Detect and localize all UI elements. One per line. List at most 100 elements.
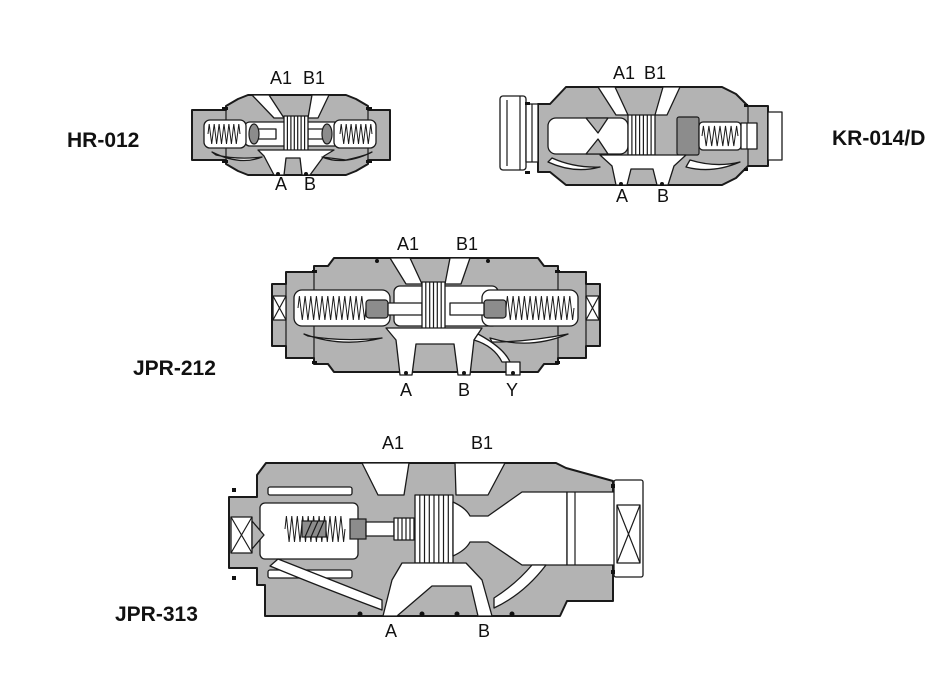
seal-mark (525, 102, 530, 105)
seal-dot (660, 182, 664, 186)
bottom-wing-left (211, 151, 263, 162)
jpr313-cross-section-drawing (228, 462, 644, 617)
hr012-cross-section-drawing (191, 94, 391, 176)
seal-cross-diagonals-right (616, 504, 641, 564)
port-label-kr014d-a1: A1 (612, 63, 636, 83)
bottom-wing-left (547, 157, 601, 171)
seal-mark (366, 160, 372, 163)
port-label-kr014d-b: B (656, 186, 670, 206)
port-label-jpr212-y: Y (505, 380, 519, 400)
poppet-left (248, 123, 260, 145)
seal-dot (509, 611, 515, 617)
port-funnel-b1 (307, 94, 330, 119)
plug-left (499, 95, 527, 171)
port-funnel-b1 (444, 257, 471, 285)
seal-mark (222, 107, 228, 110)
port-label-hr012-a: A (274, 174, 288, 194)
bottom-channel (382, 562, 493, 617)
bottom-channel (257, 149, 335, 176)
seal-dot (276, 172, 280, 176)
stem-right (449, 302, 485, 316)
port-label-kr014d-b1: B1 (643, 63, 667, 83)
bottom-wing-right (685, 159, 741, 171)
bottom-wing-left (269, 558, 383, 611)
plug-lines (506, 96, 521, 170)
poppet-right (483, 299, 507, 319)
port-label-jpr313-a1: A1 (381, 433, 405, 453)
bottom-wing-left (303, 333, 383, 343)
seal-mark (611, 570, 615, 574)
seal-dot (404, 371, 408, 375)
spool-hatch-lines (425, 282, 442, 330)
port-label-kr014d-a: A (615, 186, 629, 206)
inner-spring-hatch (304, 520, 325, 538)
nozzle-bottom (585, 138, 609, 155)
seal-dot (419, 611, 425, 617)
seal-mark (232, 576, 236, 580)
port-label-jpr212-b1: B1 (455, 234, 479, 254)
seal-cross-diagonals-left (230, 516, 253, 554)
spool-hatch-lines (631, 115, 652, 155)
valve-stem (365, 521, 395, 537)
end-piece-right (767, 111, 783, 161)
channel-strip-top (267, 486, 353, 496)
plug-piece-right (740, 122, 758, 150)
seal-cross-diagonals-left (272, 295, 287, 321)
stem-ribs (397, 518, 411, 540)
seal-mark (366, 107, 372, 110)
valve-name-kr014d: KR-014/D (832, 127, 926, 150)
port-funnel-a1 (361, 462, 410, 496)
port-label-hr012-b: B (303, 174, 317, 194)
spring-right (505, 295, 575, 321)
bottom-wing-right (493, 564, 547, 609)
y-port-channel (473, 333, 511, 363)
left-chamber (547, 117, 629, 155)
bottom-wing-right (489, 333, 569, 344)
stem-ribbed-block (393, 517, 415, 541)
seal-mark (222, 160, 228, 163)
poppet-right (321, 123, 333, 145)
seal-mark (555, 361, 560, 364)
port-label-jpr212-a: A (399, 380, 413, 400)
nozzle-top (585, 117, 609, 134)
port-label-hr012-b1: B1 (302, 68, 326, 88)
seal-mark (611, 484, 615, 488)
port-funnel-b1 (454, 462, 506, 496)
seal-dot (454, 611, 460, 617)
seal-mark (744, 104, 748, 107)
spool-hatch-lines (419, 495, 449, 563)
seal-dot (619, 182, 623, 186)
seal-dot (357, 611, 363, 617)
check-valve-nut (676, 116, 700, 156)
stem-left (257, 128, 277, 140)
seal-dot (511, 371, 515, 375)
port-label-jpr313-b1: B1 (470, 433, 494, 453)
port-funnel-b1 (654, 86, 681, 116)
jpr212-cross-section-drawing (271, 257, 601, 376)
seal-cross-diagonals-right (585, 295, 600, 321)
port-label-jpr313-b: B (477, 621, 491, 641)
spring-right (339, 123, 373, 145)
spring-left (207, 123, 241, 145)
seal-mark (555, 270, 560, 273)
bottom-channel (599, 154, 687, 186)
valve-name-jpr313: JPR-313 (115, 603, 198, 626)
seal-dot (375, 259, 379, 263)
port-label-jpr212-a1: A1 (396, 234, 420, 254)
seal-dot (462, 371, 466, 375)
seal-mark (232, 488, 236, 492)
seal-mark (312, 270, 317, 273)
poppet-left (365, 299, 389, 319)
seal-dot (486, 259, 490, 263)
valve-name-jpr212: JPR-212 (133, 357, 216, 380)
seal-dot (304, 172, 308, 176)
adjuster-cone (251, 520, 265, 550)
seal-mark (744, 168, 748, 171)
spring-left (297, 295, 367, 321)
spring-seat (349, 518, 367, 540)
spool-hatch-lines (286, 116, 306, 154)
valve-name-hr012: HR-012 (67, 129, 140, 152)
port-label-jpr313-a: A (384, 621, 398, 641)
stem-left (387, 302, 423, 316)
